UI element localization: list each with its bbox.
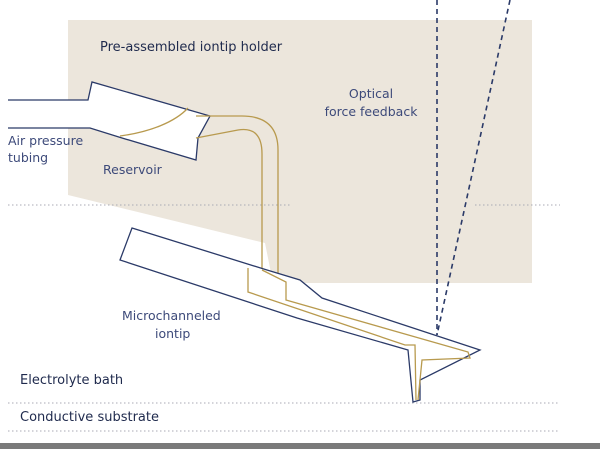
reservoir-label: Reservoir xyxy=(103,162,163,177)
window-status-strip xyxy=(0,443,600,449)
holder-body xyxy=(68,20,532,283)
microchannel-tube-outer xyxy=(196,115,279,282)
air-pressure-label-line1: Air pressure xyxy=(8,133,83,148)
air-pressure-label-line2: tubing xyxy=(8,150,48,165)
optical-label-line1: Optical xyxy=(349,86,393,101)
electrolyte-bath-label: Electrolyte bath xyxy=(20,373,123,388)
iontip-cantilever xyxy=(119,227,482,403)
iontip-microchannel-inner xyxy=(261,269,471,401)
microchannel-tube-inner xyxy=(195,128,263,270)
reservoir-channel xyxy=(119,107,189,137)
iontip-label-line2: iontip xyxy=(155,326,190,341)
iontip-label-line1: Microchanneled xyxy=(122,308,221,323)
holder-label: Pre-assembled iontip holder xyxy=(100,40,283,55)
laser-beam-reflected xyxy=(436,0,511,336)
optical-label-line2: force feedback xyxy=(325,104,419,119)
conductive-substrate-label: Conductive substrate xyxy=(20,410,159,425)
iontip-microchannel xyxy=(247,268,417,401)
